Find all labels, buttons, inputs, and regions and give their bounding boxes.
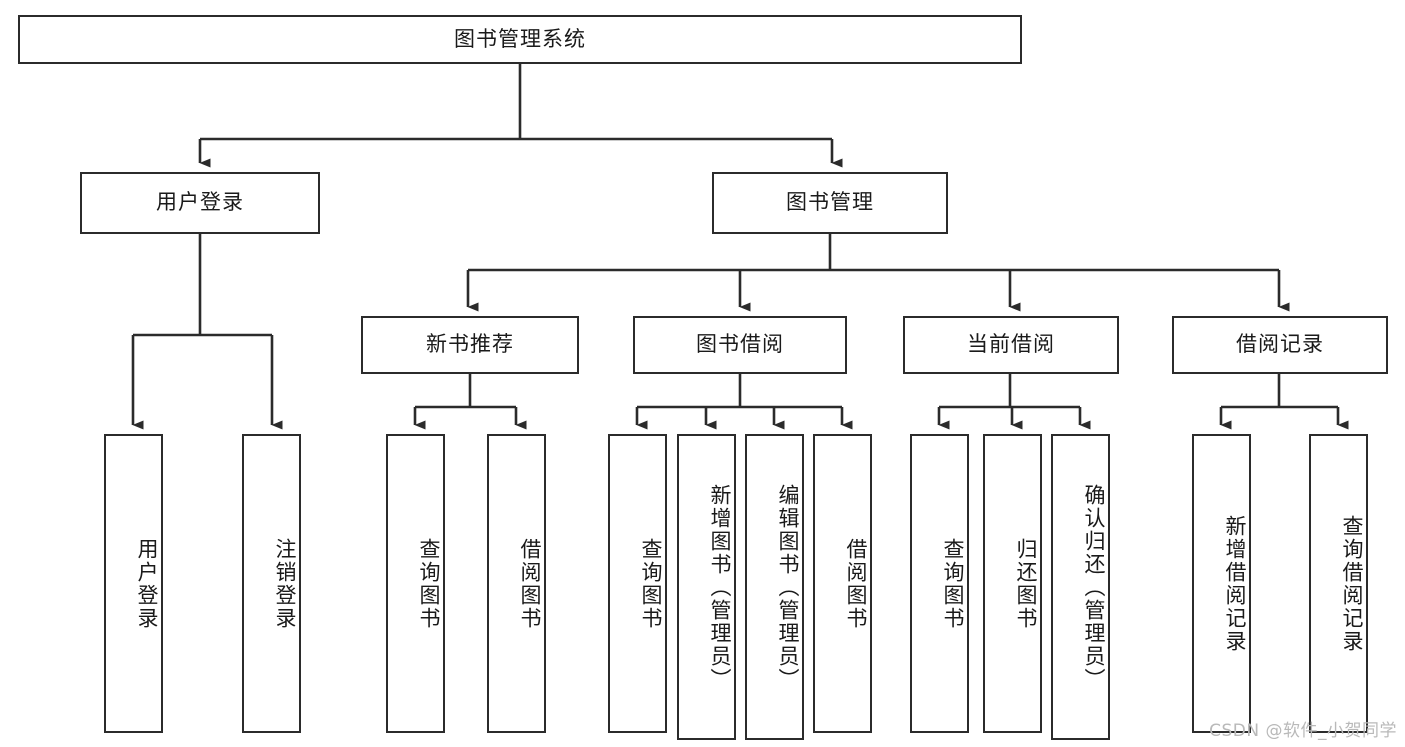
edge-group-borrow-record [1219, 374, 1349, 430]
node-leaf-confirm-return[interactable]: 确认归还（管理员） [1051, 434, 1110, 740]
node-current-borrow[interactable]: 当前借阅 [903, 316, 1119, 374]
node-borrow-record[interactable]: 借阅记录 [1172, 316, 1388, 374]
edge-group-current-borrow [937, 374, 1091, 430]
node-new-book-rec-label: 新书推荐 [426, 332, 514, 357]
node-leaf-edit-book-label: 编辑图书（管理员） [776, 483, 800, 691]
node-leaf-confirm-return-label: 确认归还（管理员） [1082, 483, 1106, 691]
node-leaf-borrow-book-rec-label: 借阅图书 [518, 537, 542, 630]
node-user-login-label: 用户登录 [156, 190, 244, 215]
node-leaf-query-book-rec-label: 查询图书 [417, 537, 441, 630]
node-leaf-logout[interactable]: 注销登录 [242, 434, 301, 733]
node-book-manage[interactable]: 图书管理 [712, 172, 948, 234]
edge-group-user-login [131, 234, 283, 430]
node-leaf-query-book-current[interactable]: 查询图书 [910, 434, 969, 733]
node-leaf-borrow-book-rec[interactable]: 借阅图书 [487, 434, 546, 733]
node-leaf-query-book-borrow-label: 查询图书 [639, 537, 663, 630]
node-new-book-rec[interactable]: 新书推荐 [361, 316, 579, 374]
node-leaf-add-record-label: 新增借阅记录 [1223, 514, 1247, 653]
edge-group-book-borrow [635, 374, 853, 430]
node-leaf-add-record[interactable]: 新增借阅记录 [1192, 434, 1251, 733]
node-leaf-logout-label: 注销登录 [273, 537, 297, 630]
node-leaf-edit-book[interactable]: 编辑图书（管理员） [745, 434, 804, 740]
node-leaf-return-book[interactable]: 归还图书 [983, 434, 1042, 733]
node-root[interactable]: 图书管理系统 [18, 15, 1022, 64]
node-leaf-query-book-borrow[interactable]: 查询图书 [608, 434, 667, 733]
node-leaf-user-login-label: 用户登录 [135, 537, 159, 630]
node-leaf-add-book[interactable]: 新增图书（管理员） [677, 434, 736, 740]
node-leaf-query-record[interactable]: 查询借阅记录 [1309, 434, 1368, 733]
csdn-watermark: CSDN @软件_小贺同学 [1209, 721, 1397, 741]
node-user-login[interactable]: 用户登录 [80, 172, 320, 234]
node-leaf-query-record-label: 查询借阅记录 [1340, 514, 1364, 653]
node-book-manage-label: 图书管理 [786, 190, 874, 215]
edge-group-root [198, 64, 843, 168]
node-book-borrow[interactable]: 图书借阅 [633, 316, 847, 374]
node-leaf-return-book-label: 归还图书 [1014, 537, 1038, 630]
node-current-borrow-label: 当前借阅 [967, 332, 1055, 357]
node-book-borrow-label: 图书借阅 [696, 332, 784, 357]
edge-group-book-manage [466, 234, 1290, 312]
edge-group-new-book-rec [413, 374, 527, 430]
node-leaf-user-login[interactable]: 用户登录 [104, 434, 163, 733]
node-borrow-record-label: 借阅记录 [1236, 332, 1324, 357]
node-leaf-query-book-rec[interactable]: 查询图书 [386, 434, 445, 733]
node-leaf-borrow-book-label: 借阅图书 [844, 537, 868, 630]
node-leaf-borrow-book[interactable]: 借阅图书 [813, 434, 872, 733]
node-root-label: 图书管理系统 [454, 26, 586, 51]
node-leaf-query-book-current-label: 查询图书 [941, 537, 965, 630]
node-leaf-add-book-label: 新增图书（管理员） [708, 483, 732, 691]
